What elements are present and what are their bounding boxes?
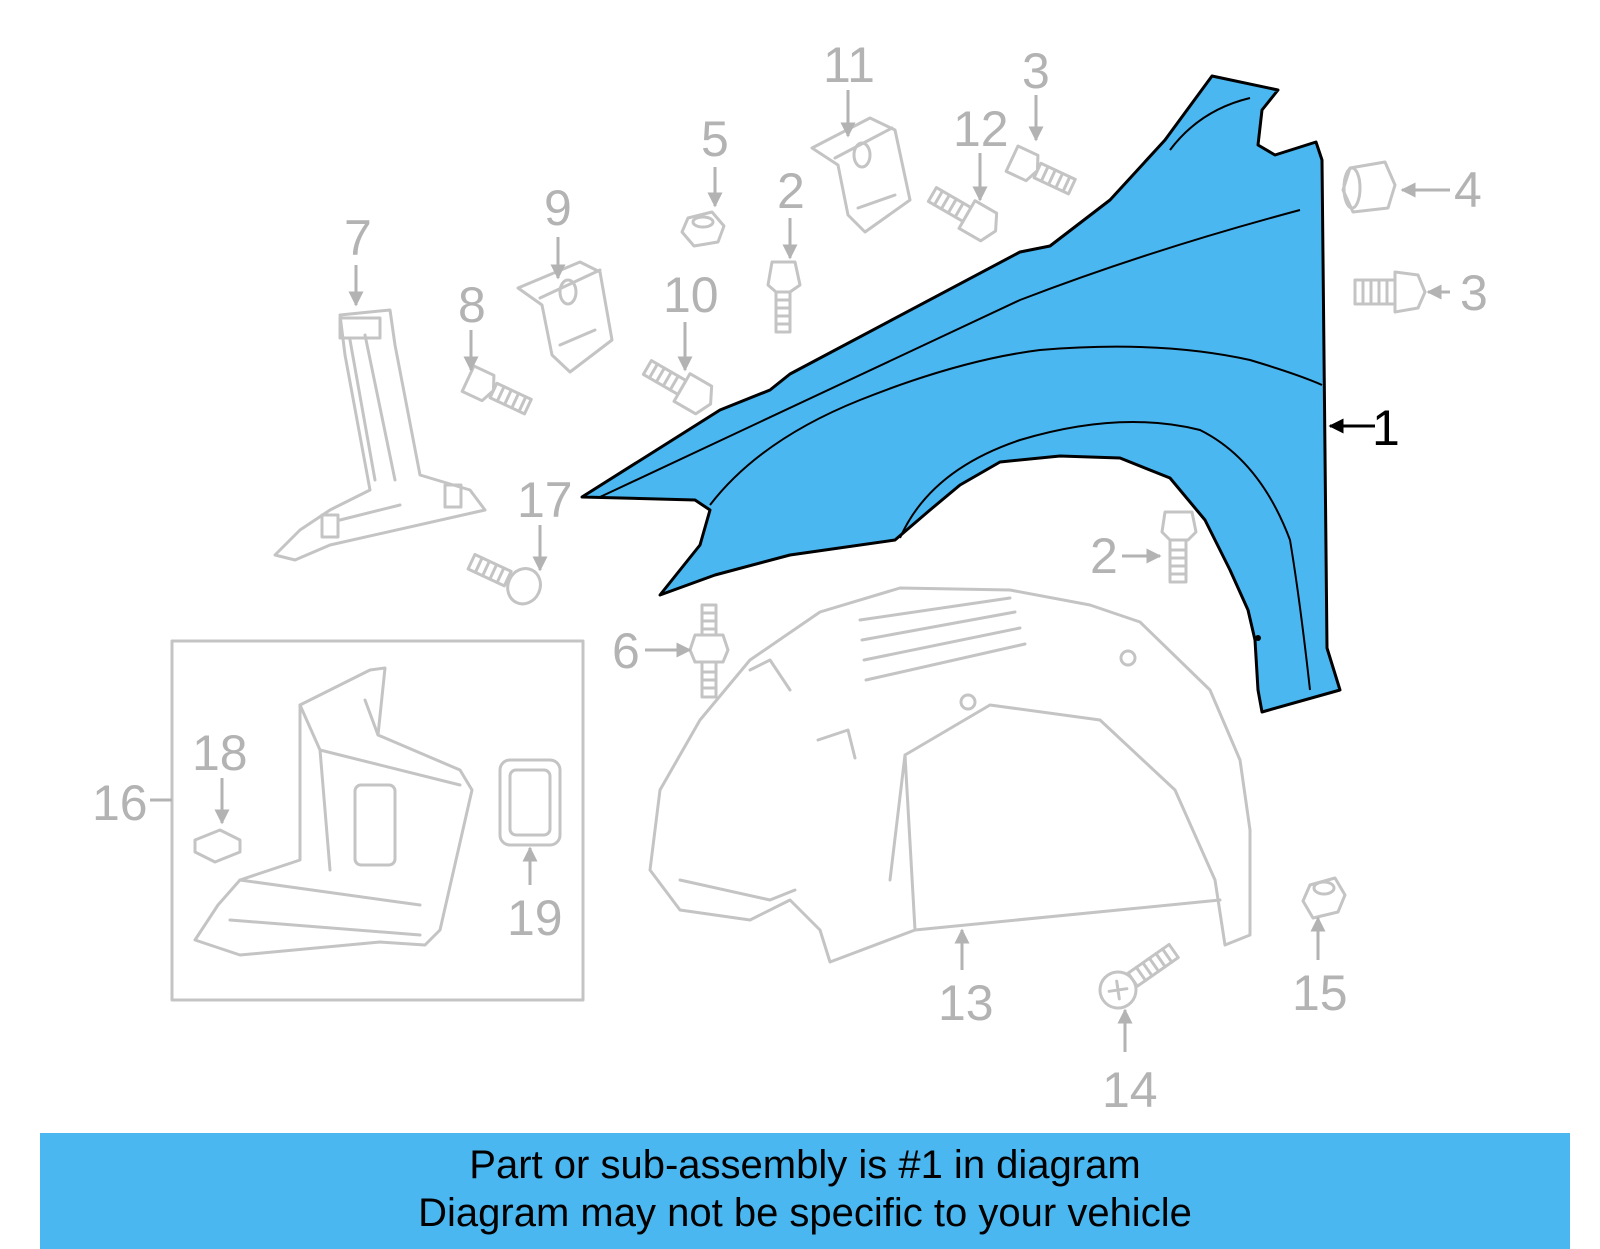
callout-5: 5 — [701, 111, 729, 167]
bolt-3a-part — [1004, 144, 1077, 196]
callout-17: 17 — [517, 472, 573, 528]
callout-11: 11 — [823, 37, 875, 93]
callout-9: 9 — [544, 180, 572, 236]
callout-13: 13 — [938, 975, 994, 1031]
nut-5-part — [680, 210, 726, 248]
callout-8: 8 — [458, 277, 486, 333]
bracket-9-part — [516, 260, 614, 374]
bracket-11-part — [810, 116, 912, 234]
stud-6-part — [688, 603, 730, 699]
callout-18: 18 — [192, 725, 248, 781]
callout-1: 1 — [1372, 400, 1400, 456]
callout-10: 10 — [663, 267, 719, 323]
screw-14-part — [1098, 942, 1180, 1010]
bolt-8-part — [460, 364, 533, 416]
callout-2-top: 2 — [777, 163, 805, 219]
footer-banner: Part or sub-assembly is #1 in diagram Di… — [40, 1133, 1570, 1249]
callout-2-right: 2 — [1090, 528, 1118, 584]
bolt-12-part — [926, 186, 999, 243]
callout-3-right: 3 — [1460, 265, 1488, 321]
wheel-liner-13-part — [648, 586, 1252, 964]
callout-12: 12 — [953, 101, 1009, 157]
bolt-3b-part — [1353, 270, 1427, 314]
callout-3-top: 3 — [1022, 43, 1050, 99]
callout-4: 4 — [1454, 162, 1482, 218]
bolt-2a-part — [766, 260, 802, 334]
callout-6: 6 — [612, 623, 640, 679]
fender-1-part — [580, 74, 1342, 714]
callout-19: 19 — [507, 890, 563, 946]
footer-line-2: Diagram may not be specific to your vehi… — [418, 1191, 1192, 1235]
nut-4-part — [1341, 160, 1397, 214]
subassembly-16-box — [170, 639, 585, 1002]
callout-16: 16 — [92, 775, 148, 831]
callout-15: 15 — [1292, 965, 1348, 1021]
bolt-2b-part — [1160, 510, 1198, 584]
bolt-17-part — [466, 552, 542, 606]
bolt-10-part — [641, 359, 714, 416]
nut-15-part — [1301, 876, 1347, 920]
footer-line-1: Part or sub-assembly is #1 in diagram — [469, 1143, 1141, 1187]
callout-14: 14 — [1102, 1062, 1158, 1118]
bracket-7-part — [273, 308, 487, 562]
callout-arrows — [150, 90, 1450, 1052]
callout-7: 7 — [344, 210, 372, 266]
